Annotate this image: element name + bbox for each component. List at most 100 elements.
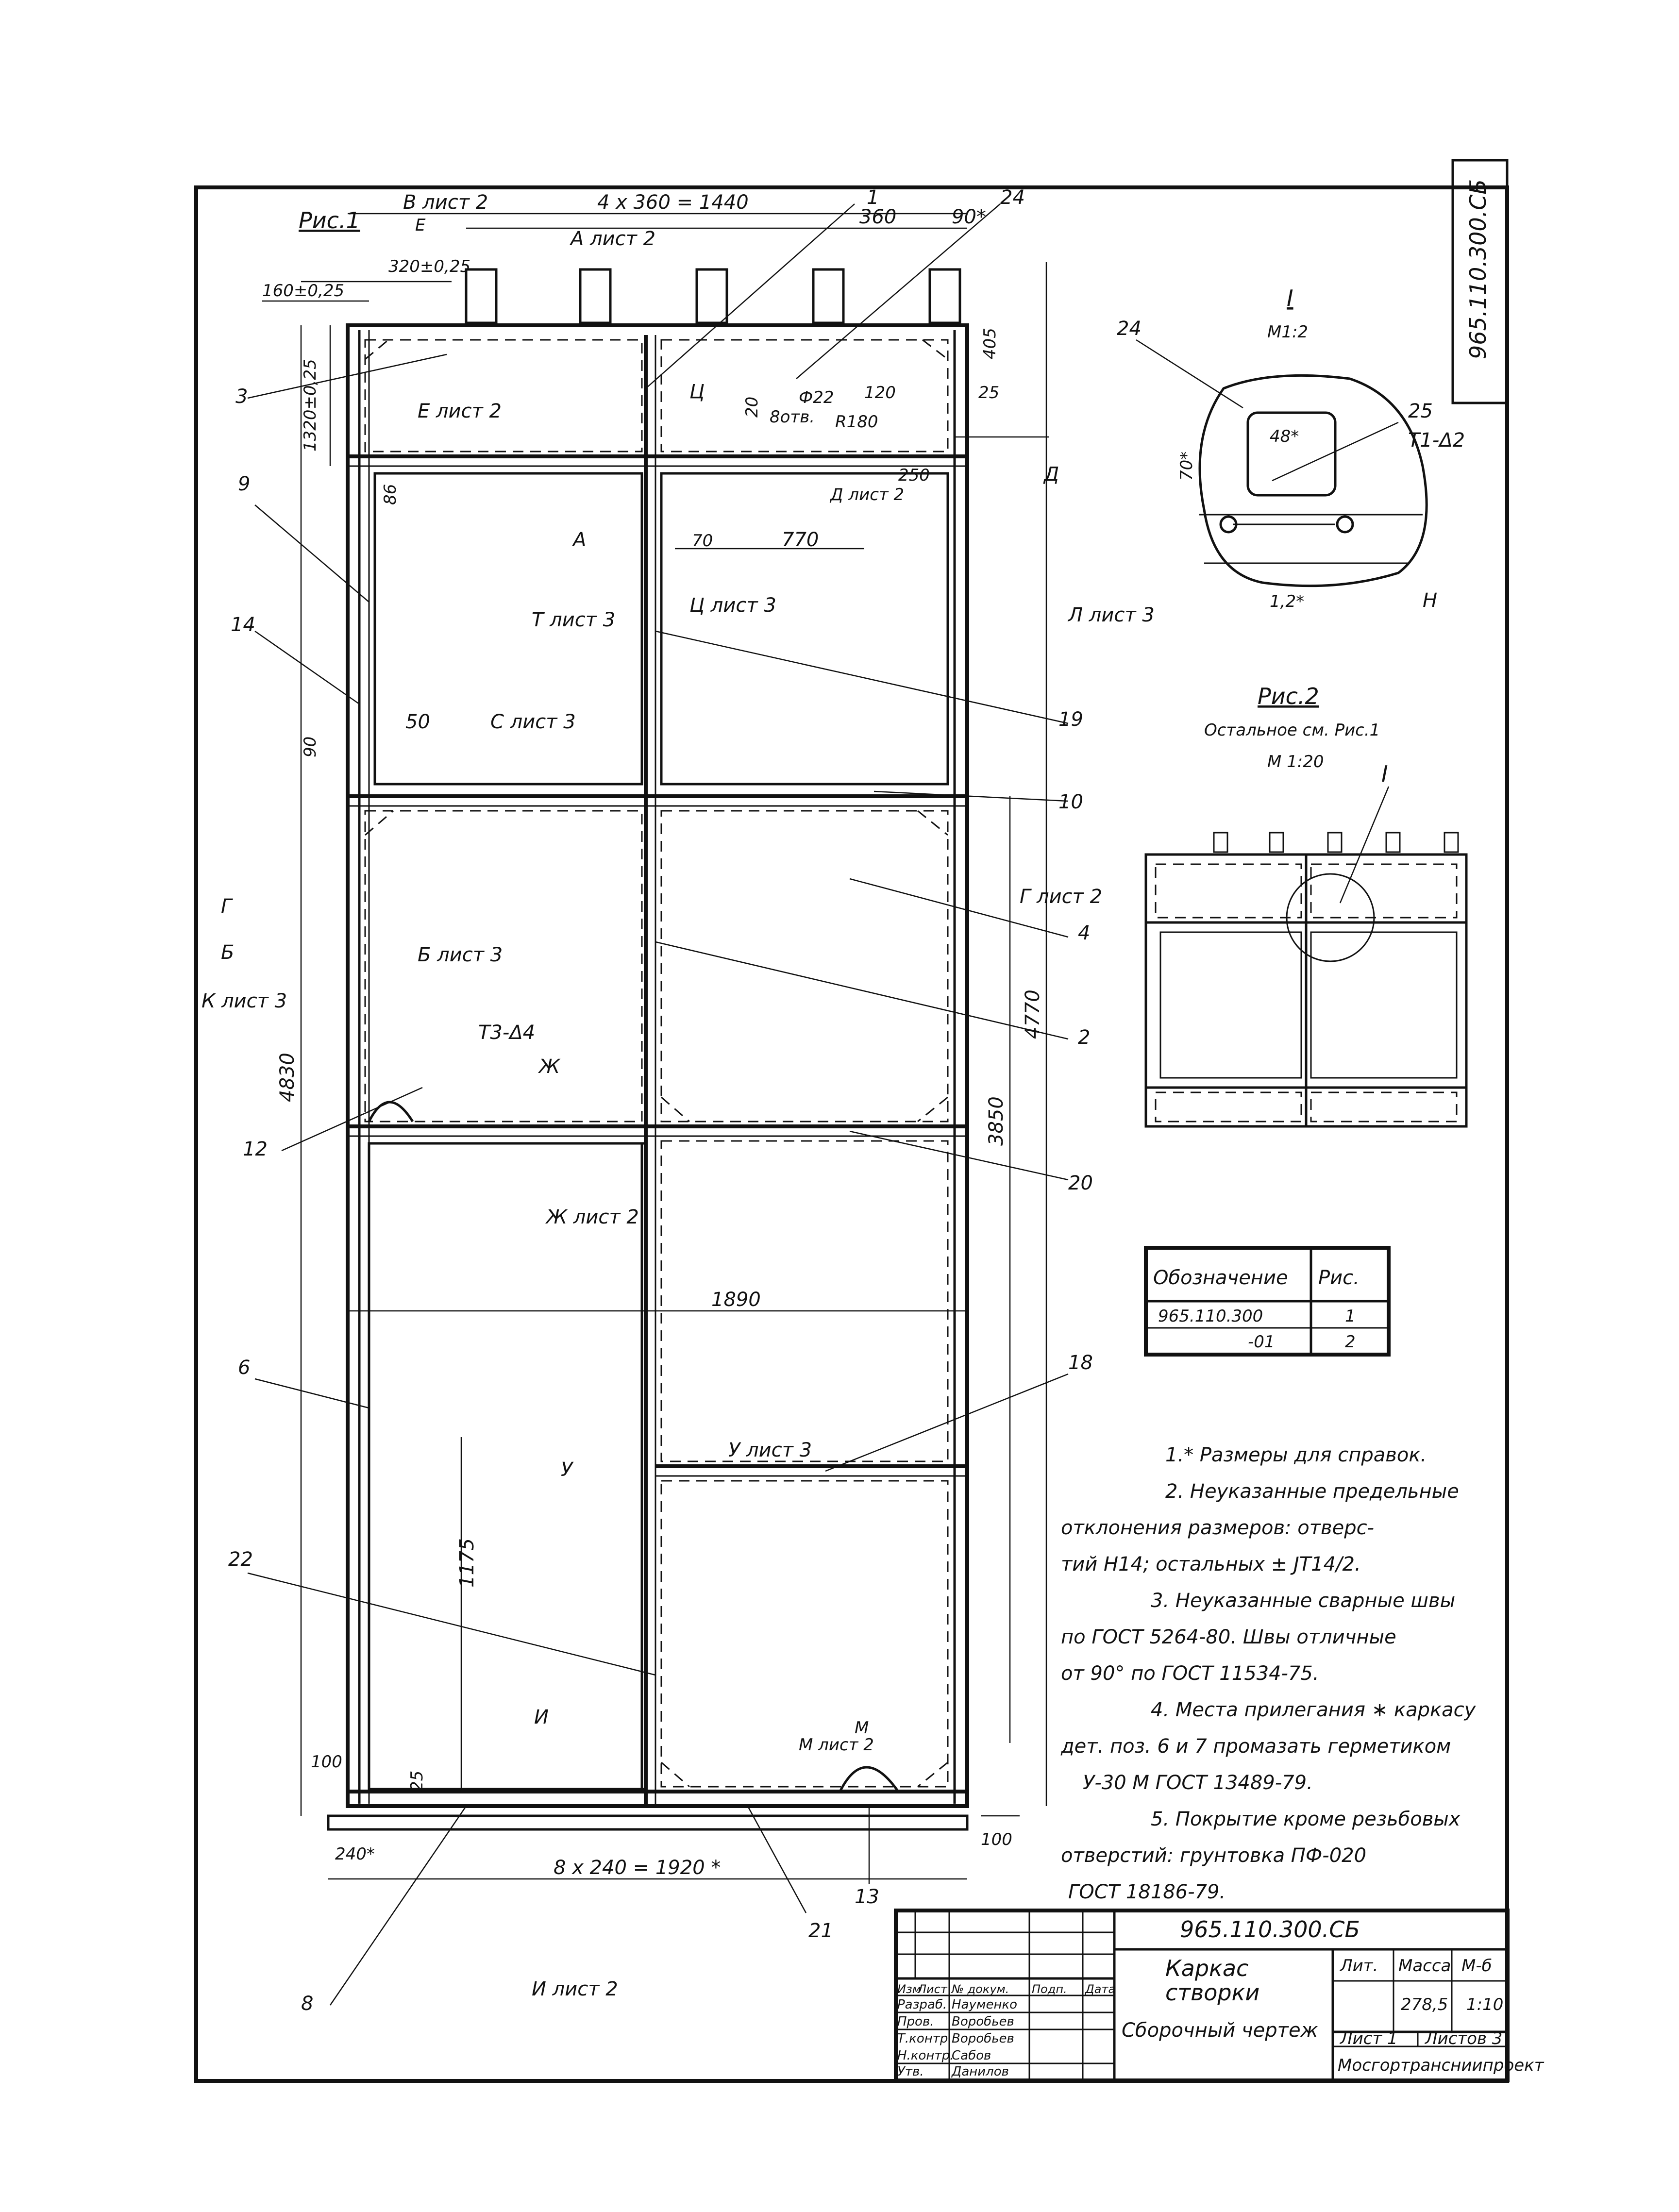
- note-line: 1.* Размеры для справок.: [1165, 1444, 1427, 1466]
- drawing-label: Б лист 3: [418, 944, 503, 966]
- note-line: от 90° по ГОСТ 11534-75.: [1061, 1662, 1319, 1685]
- note-line: отклонения размеров: отверс-: [1061, 1517, 1374, 1539]
- drawing-label: К лист 3: [201, 990, 287, 1012]
- drawing-label: 965.110.300.СБ: [1180, 1916, 1360, 1943]
- drawing-label: М лист 2: [799, 1735, 874, 1755]
- drawing-label: 9: [238, 473, 250, 495]
- drawing-label: 4: [1078, 922, 1090, 944]
- drawing-label: 20: [1068, 1172, 1093, 1194]
- drawing-label: С лист 3: [490, 711, 576, 733]
- note-line: дет. поз. 6 и 7 промазать герметиком: [1060, 1735, 1451, 1758]
- fig1-assembly: Рис.1: [299, 207, 969, 1831]
- table-cell: 965.110.300: [1158, 1307, 1263, 1326]
- drawing-label: Т3-Δ4: [478, 1022, 535, 1044]
- drawing-label: 20: [742, 397, 762, 418]
- drawing-label: 24: [1000, 186, 1025, 209]
- drawing-label: Дата: [1085, 1982, 1115, 1996]
- drawing-label: Лист: [917, 1982, 948, 1996]
- drawing-label: Т лист 3: [532, 609, 615, 631]
- drawing-label: 25: [1408, 400, 1433, 422]
- drawing-label: У лист 3: [728, 1439, 812, 1461]
- drawing-label: Мосгортрансниипроект: [1338, 2056, 1545, 2075]
- table-header-designation: Обозначение: [1153, 1267, 1288, 1289]
- drawing-label: 50: [405, 711, 430, 733]
- drawing-label: 86: [381, 484, 400, 505]
- drawing-label: Утв.: [897, 2064, 924, 2079]
- drawing-label: 250: [898, 466, 930, 485]
- drawing-label: 100: [981, 1830, 1012, 1849]
- drawing-label: А: [571, 529, 586, 551]
- drawing-label: И: [534, 1706, 549, 1728]
- drawing-label: 14: [231, 614, 255, 636]
- drawing-label: 90: [301, 737, 320, 757]
- code-stamp-text: 965.110.300.СБ: [1465, 179, 1491, 359]
- drawing-label: Г лист 2: [1020, 886, 1102, 908]
- note-line: ГОСТ 18186-79.: [1068, 1881, 1226, 1903]
- drawing-label: Подп.: [1032, 1982, 1067, 1996]
- table-header-fig: Рис.: [1318, 1267, 1360, 1289]
- drawing-label: М-б: [1461, 1956, 1492, 1976]
- drawing-label: Данилов: [951, 2064, 1009, 2079]
- drawing-label: 2: [1078, 1026, 1090, 1049]
- note-line: У-30 М ГОСТ 13489-79.: [1083, 1772, 1313, 1794]
- drawing-label: 70: [692, 531, 713, 551]
- drawing-label: А лист 2: [569, 228, 655, 250]
- drawing-label: 70*: [1177, 452, 1196, 481]
- drawing-label: 1320±0,25: [301, 359, 320, 452]
- drawing-label: 240*: [335, 1844, 375, 1864]
- drawing-label: Изм: [897, 1982, 921, 1996]
- table-cell: 1: [1345, 1307, 1356, 1326]
- detail-I: I М1:2 24 25 48* 70* 1,2* Т1-Δ2 Н: [1117, 285, 1465, 612]
- drawing-label: Воробьев: [952, 2014, 1014, 2029]
- drawing-label: 12: [243, 1138, 268, 1160]
- note-line: 2. Неуказанные предельные: [1165, 1480, 1459, 1503]
- frame-outer: [346, 323, 969, 1808]
- drawing-label: 24: [1117, 318, 1142, 340]
- drawing-label: 1: [867, 186, 879, 209]
- drawing-label: 10: [1058, 791, 1083, 813]
- drawing-label: № докум.: [951, 1982, 1009, 1996]
- fig2-assembly: Рис.2 Остальное см. Рис.1 М 1:20 I: [1144, 683, 1468, 1128]
- drawing-label: 18: [1068, 1352, 1093, 1374]
- drawing-label: Ж: [537, 1056, 561, 1078]
- title-block: 965.110.300.СБ Каркас створки Сборочный …: [894, 1909, 1545, 2082]
- fig1-callouts: 1 24 3 9 14 19 10 4 2 12 20 18 6 22 8 13…: [228, 186, 1093, 2015]
- drawing-label: I: [1287, 285, 1293, 311]
- drawing-label: 770: [782, 529, 819, 551]
- drawing-label: 8отв.: [770, 407, 815, 427]
- drawing-label: Масса: [1398, 1956, 1451, 1976]
- drawing-label: Разраб.: [897, 1997, 947, 2012]
- drawing-label: створки: [1165, 1979, 1259, 2006]
- drawing-label: 1:10: [1466, 1995, 1503, 2014]
- variants-table: Обозначение Рис. 965.110.300 1 -01 2: [1144, 1246, 1391, 1357]
- drawing-label: Сабов: [952, 2048, 991, 2063]
- drawing-label: М 1:20: [1267, 752, 1324, 771]
- hidden-panels: [364, 339, 949, 1788]
- fig1-title: Рис.1: [299, 207, 360, 234]
- drawing-label: 278,5: [1401, 1995, 1448, 2014]
- technical-notes: 1.* Размеры для справок. 2. Неуказанные …: [1060, 1444, 1477, 1903]
- drawing-label: Е: [415, 216, 426, 235]
- drawing-label: 3: [235, 385, 248, 408]
- drawing-label: 3850: [985, 1096, 1007, 1146]
- code-stamp-box: [1451, 159, 1509, 404]
- drawing-label: Воробьев: [952, 2031, 1014, 2046]
- drawing-label: 48*: [1270, 427, 1299, 446]
- drawing-label: Ц: [689, 381, 705, 403]
- table-cell: 2: [1345, 1332, 1356, 1352]
- drawing-label: Остальное см. Рис.1: [1204, 721, 1380, 740]
- drawing-label: 160±0,25: [262, 281, 344, 301]
- drawing-label: 120: [864, 383, 896, 402]
- note-line: 4. Места прилегания ∗ каркасу: [1151, 1699, 1477, 1721]
- drawing-label: 1,2*: [1270, 592, 1304, 611]
- drawing-label: М: [855, 1718, 869, 1738]
- drawing-label: Т1-Δ2: [1408, 429, 1465, 452]
- note-line: 5. Покрытие кроме резьбовых: [1151, 1808, 1461, 1830]
- drawing-label: У: [561, 1458, 574, 1481]
- drawing-label: Ц лист 3: [689, 594, 776, 617]
- drawing-label: Листов 3: [1424, 2029, 1502, 2048]
- fig1-section-refs: В лист 2 Е А лист 2 Е лист 2 Ц Ц лист 3 …: [201, 191, 1155, 2000]
- drawing-label: 25: [978, 383, 999, 402]
- drawing-label: 4770: [1022, 989, 1044, 1039]
